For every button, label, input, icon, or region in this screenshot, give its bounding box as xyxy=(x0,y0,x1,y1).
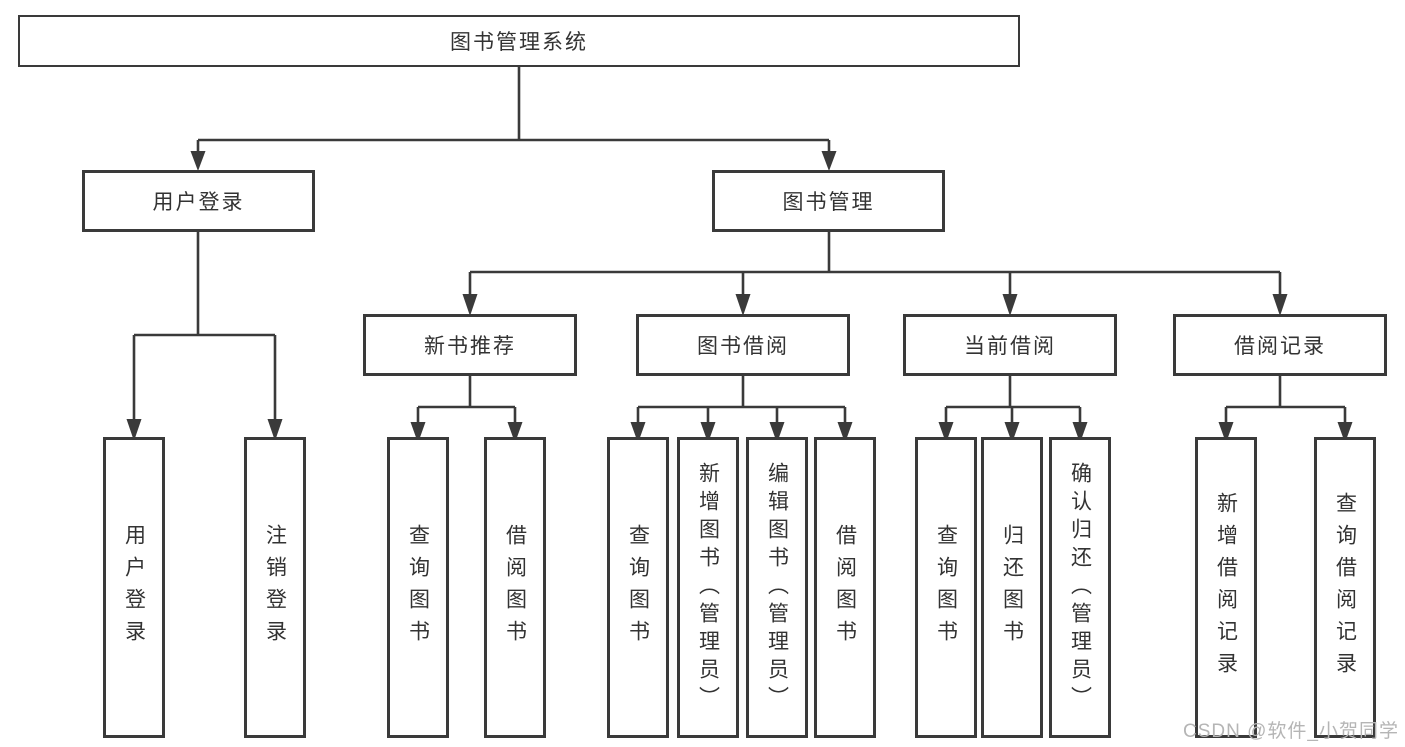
leaf-edit-books-admin: 编辑图书（管理员） xyxy=(746,437,808,738)
leaf-query-books-current: 查询图书 xyxy=(915,437,977,738)
leaf-logout: 注销登录 xyxy=(244,437,306,738)
node-new-book-recommend-label: 新书推荐 xyxy=(424,335,516,358)
node-book-borrowing-label: 图书借阅 xyxy=(697,335,789,358)
arrowheads xyxy=(126,151,1353,443)
node-user-login: 用户登录 xyxy=(82,170,315,232)
node-root-system: 图书管理系统 xyxy=(18,15,1020,67)
node-current-borrowing: 当前借阅 xyxy=(903,314,1117,376)
node-borrowing-records: 借阅记录 xyxy=(1173,314,1387,376)
leaf-return-books: 归还图书 xyxy=(981,437,1043,738)
leaf-confirm-return-admin: 确认归还（管理员） xyxy=(1049,437,1111,738)
leaf-user-login: 用户登录 xyxy=(103,437,165,738)
node-book-management: 图书管理 xyxy=(712,170,945,232)
node-book-management-label: 图书管理 xyxy=(782,191,875,214)
node-new-book-recommend: 新书推荐 xyxy=(363,314,577,376)
node-current-borrowing-label: 当前借阅 xyxy=(964,335,1056,358)
connector-stems-and-bars xyxy=(132,67,1347,424)
node-book-borrowing: 图书借阅 xyxy=(636,314,850,376)
node-root-system-label: 图书管理系统 xyxy=(450,31,588,54)
leaf-add-books-admin: 新增图书（管理员） xyxy=(677,437,739,738)
node-user-login-label: 用户登录 xyxy=(152,191,245,214)
csdn-watermark: CSDN @软件_小贺同学 xyxy=(1183,721,1399,742)
leaf-add-borrow-record: 新增借阅记录 xyxy=(1195,437,1257,738)
leaf-borrow-books: 借阅图书 xyxy=(814,437,876,738)
leaf-query-books-borrowing: 查询图书 xyxy=(607,437,669,738)
leaf-query-borrow-record: 查询借阅记录 xyxy=(1314,437,1376,738)
node-borrowing-records-label: 借阅记录 xyxy=(1234,335,1326,358)
leaf-query-books-recommend: 查询图书 xyxy=(387,437,449,738)
leaf-borrow-books-recommend: 借阅图书 xyxy=(484,437,546,738)
